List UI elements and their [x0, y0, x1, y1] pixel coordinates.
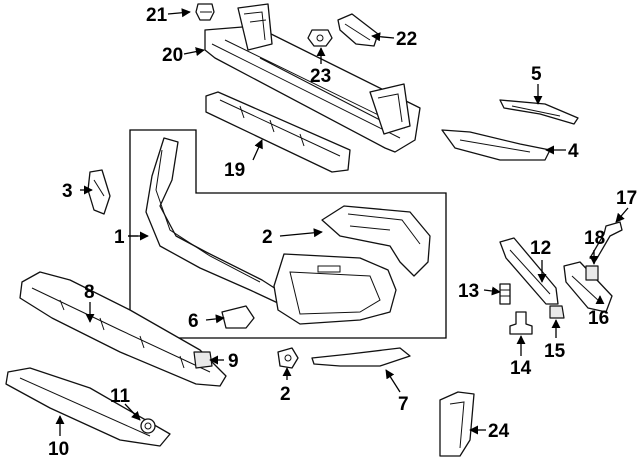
part-1-bumper-cover — [145, 137, 397, 325]
part-7-trim-strip — [311, 347, 411, 367]
callout-14: 14 — [510, 358, 532, 379]
part-8-lower-absorber — [19, 271, 227, 387]
part-2-sensor — [277, 347, 299, 369]
callout-12: 12 — [530, 238, 551, 259]
leader-lines — [55, 8, 629, 436]
part-20-reinforcement-bar — [204, 3, 421, 153]
part-10-lower-grille — [5, 367, 171, 447]
callout-24: 24 — [488, 421, 510, 442]
callout-7: 7 — [398, 394, 409, 415]
callout-5: 5 — [531, 64, 542, 85]
callout-15: 15 — [544, 341, 566, 362]
callout-20: 20 — [162, 45, 183, 66]
callout-16: 16 — [588, 308, 609, 329]
callout-10: 10 — [48, 439, 69, 460]
callout-17: 17 — [616, 188, 637, 209]
callout-18: 18 — [584, 228, 605, 249]
part-17-screw — [589, 221, 623, 261]
callout-19: 19 — [224, 160, 245, 181]
part-2-side-bracket — [321, 205, 431, 277]
callout-3: 3 — [62, 181, 73, 202]
part-4-lower-guide — [441, 129, 551, 161]
part-22-bracket — [337, 13, 379, 47]
callout-labels: 21 20 23 22 5 4 19 3 1 2 6 8 9 11 10 2 7… — [48, 5, 637, 460]
callout-1: 1 — [114, 227, 125, 248]
callout-8: 8 — [84, 282, 95, 303]
part-23-nut — [307, 29, 333, 47]
callout-21: 21 — [146, 5, 168, 26]
callout-23: 23 — [310, 66, 331, 87]
part-21-bolt — [195, 3, 215, 21]
part-9-clip — [193, 351, 213, 369]
callout-2-bracket: 2 — [262, 227, 273, 248]
part-12-side-bracket — [499, 237, 559, 305]
part-11-grommet — [140, 418, 156, 434]
callout-13: 13 — [458, 281, 479, 302]
callout-9: 9 — [228, 351, 239, 372]
part-13-bolt — [499, 283, 511, 305]
part-14-bolt — [509, 311, 533, 335]
part-18-nut — [585, 265, 599, 281]
callout-11: 11 — [110, 386, 131, 407]
part-15-clip — [549, 305, 565, 319]
part-6-clip — [221, 305, 255, 329]
callout-2-sensor: 2 — [280, 384, 291, 405]
part-19-absorber — [205, 91, 351, 173]
callout-4: 4 — [568, 141, 579, 162]
part-3-small-bracket — [87, 169, 111, 215]
part-5-upper-guide — [499, 99, 579, 125]
part-24-reflector — [439, 391, 475, 457]
callout-6: 6 — [188, 311, 199, 332]
callout-22: 22 — [396, 29, 417, 50]
